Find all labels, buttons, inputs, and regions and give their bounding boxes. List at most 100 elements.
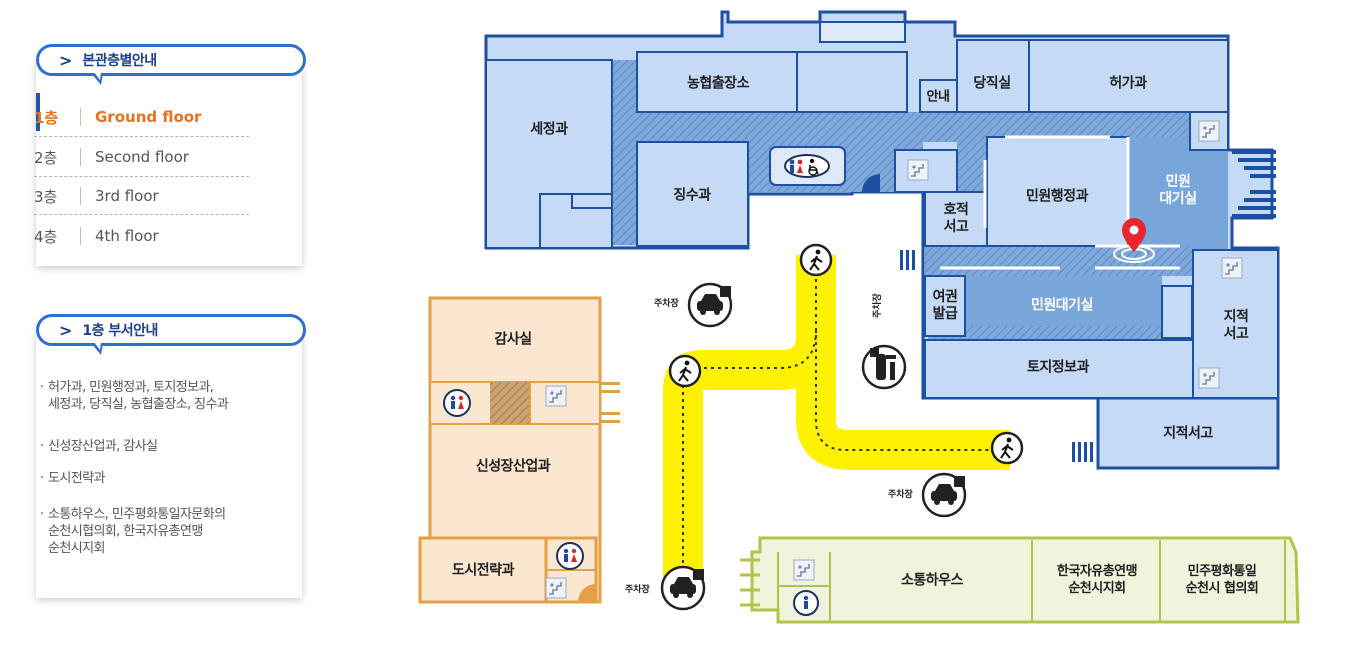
dept-line: 신성장산업과, 감사실 [48,439,158,454]
room-yeokwon[interactable]: 여권 발급 [933,289,958,323]
location-pin-icon [1113,218,1155,263]
floor-number: 2층 [34,148,58,167]
floor-name: 3rd floor [95,187,159,205]
floor-number: 3층 [34,187,58,206]
speech-tail-inner [94,342,101,350]
room-jayu[interactable]: 한국자유총연맹 순천시지회 [1056,563,1138,597]
floor-guide-header: > 본관층별안내 [36,44,306,85]
stairs-icon [1221,257,1243,279]
green-annex [740,536,1300,624]
bullet: · [40,507,44,522]
dept-item: · 도시전략과 [40,470,298,487]
floor-item-4[interactable]: 4층 4th floor [34,217,249,255]
room-minwon-daegi[interactable]: 민원 대기실 [1159,174,1197,208]
room-nonghyup[interactable]: 농협출장소 [687,75,749,92]
divider [34,214,249,215]
dept-item: · 허가과, 민원행정과, 토지정보과, 세정과, 당직실, 농협출장소, 징수… [40,379,298,413]
room-sejeong[interactable]: 세정과 [530,121,568,138]
pedestrian-icon [668,354,702,388]
parking-icon [861,344,907,390]
room-dangjik[interactable]: 당직실 [973,75,1011,92]
room-jijeok-seogo[interactable]: 지적서고 [1163,425,1213,442]
room-label-line: 순천시지회 [1068,581,1126,596]
stairs-icon [1198,120,1220,142]
floor-guide-title: 본관층별안내 [82,53,157,69]
room-label-line: 순천시 협의회 [1185,581,1259,596]
room-label-line: 민원 [1165,174,1191,190]
room-hojeok[interactable]: 호적 서고 [944,202,969,236]
main-building [484,10,1280,470]
room-annae[interactable]: 안내 [926,89,950,105]
room-minwon-daegisil[interactable]: 민원대기실 [1031,297,1093,314]
restroom-icon [784,154,830,178]
stairs-icon [545,577,567,599]
bullet: · [40,471,44,486]
stairs-icon [793,559,815,581]
dept-line: 순천시지회 [48,541,105,556]
parking-icon [687,282,733,328]
floor-item-3[interactable]: 3층 3rd floor [34,177,249,215]
parking-label: 주차장 [625,585,650,595]
speech-tail-inner [94,72,101,80]
parking-label: 주차장 [873,293,883,318]
floor-number: 1층 [34,108,59,127]
stairs-icon [1198,367,1220,389]
divider [80,227,81,245]
floor-name: Ground floor [95,108,202,126]
restroom-icon [556,542,584,570]
dept-line: 소통하우스, 민주평화통일자문화의 [48,507,226,522]
room-sinseong[interactable]: 신성장산업과 [475,458,551,475]
chevron-right-icon: > [59,50,73,70]
restroom-icon [793,590,819,616]
room-label-line: 호적 [943,202,969,218]
pedestrian-icon [799,243,833,277]
room-label-line: 여권 [932,289,958,305]
dept-line: 순천시협의회, 한국자유총연맹 [48,524,203,539]
divider [34,176,249,177]
dept-line: 세정과, 당직실, 농협출장소, 징수과 [48,397,229,412]
divider [80,108,81,126]
divider [34,136,249,137]
room-minwon-haengjeong[interactable]: 민원행정과 [1026,188,1088,205]
dept-item: · 신성장산업과, 감사실 [40,438,298,455]
floor-number: 4층 [34,227,58,246]
floor-item-1[interactable]: 1층 Ground floor [34,98,249,136]
chevron-right-icon: > [59,320,73,340]
room-label-line: 대기실 [1159,191,1197,207]
room-gamsa[interactable]: 감사실 [494,331,532,348]
pedestrian-icon [990,431,1024,465]
room-label-line: 서고 [1223,326,1249,342]
room-jingsu[interactable]: 징수과 [673,187,711,204]
dept-guide-header: > 1층 부서안내 [36,314,306,355]
parking-icon [921,472,967,518]
divider [80,148,81,166]
room-heoga[interactable]: 허가과 [1109,75,1147,92]
stairs-icon [907,159,929,181]
floor-item-2[interactable]: 2층 Second floor [34,138,249,176]
dept-guide-title: 1층 부서안내 [82,323,158,339]
room-jijeok[interactable]: 지적 서고 [1224,309,1249,343]
room-label-line: 민주평화통일 [1187,564,1257,579]
dept-guide-card [36,330,302,598]
room-dosi[interactable]: 도시전략과 [452,562,514,579]
room-sotong[interactable]: 소통하우스 [901,572,963,589]
room-label-line: 발급 [932,306,958,322]
room-label-line: 서고 [943,219,969,235]
room-toji[interactable]: 토지정보과 [1027,359,1089,376]
room-label-line: 지적 [1223,309,1249,325]
room-pyeonghwa[interactable]: 민주평화통일 순천시 협의회 [1186,563,1259,597]
divider [80,187,81,205]
dept-line: 도시전략과 [48,471,105,486]
dept-line: 허가과, 민원행정과, 토지정보과, [48,380,214,395]
restroom-icon [443,389,471,417]
bullet: · [40,439,44,454]
floor-name: 4th floor [95,227,159,245]
parking-label: 주차장 [888,490,913,500]
parking-icon [660,565,706,611]
room-label-line: 한국자유총연맹 [1056,564,1138,579]
bullet: · [40,380,44,395]
stairs-icon [545,385,567,407]
floor-name: Second floor [95,148,189,166]
parking-label: 주차장 [654,299,679,309]
